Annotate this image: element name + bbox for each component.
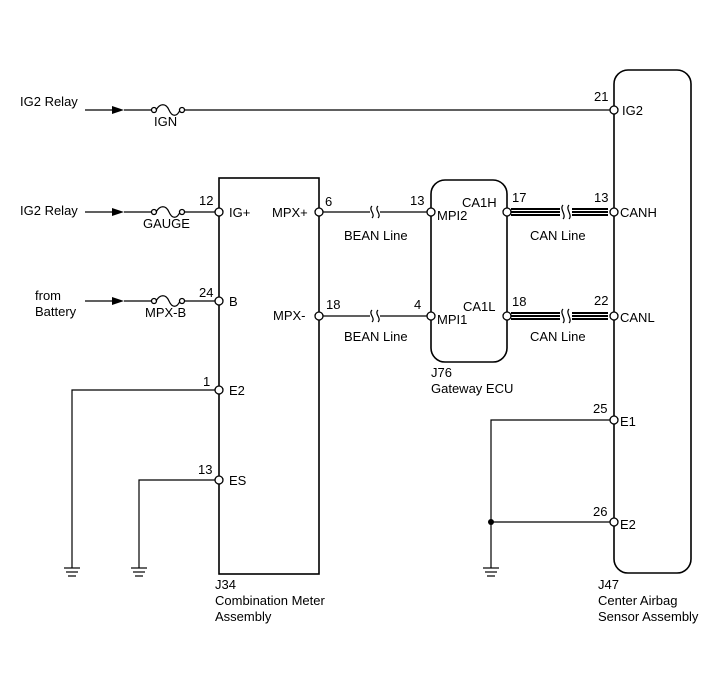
pin-number: 13: [410, 193, 424, 208]
connector-pin: [426, 207, 436, 217]
pin-label: MPX+: [272, 205, 308, 220]
gauge-fuse-label: GAUGE: [143, 216, 190, 231]
pin-number: 26: [593, 504, 607, 519]
pin-number: 6: [325, 194, 332, 209]
connector-pin: [214, 475, 224, 485]
combination-meter-name-2: Assembly: [215, 609, 272, 624]
connector-pin: [314, 207, 324, 217]
pin-label: MPX-: [273, 308, 306, 323]
mpx-minus-circuit: MPX- 18 BEAN Line: [273, 297, 427, 344]
wire-break-icon: [370, 309, 380, 323]
gateway-ecu-name: Gateway ECU: [431, 381, 513, 396]
arrow-icon: [112, 106, 124, 114]
connector-pin: [214, 296, 224, 306]
connector-pin: [314, 311, 324, 321]
pin-number: 17: [512, 190, 526, 205]
arrow-icon: [112, 208, 124, 216]
ground-icon: [131, 567, 147, 577]
arrow-icon: [112, 297, 124, 305]
pin-label: CA1H: [462, 195, 497, 210]
pin-label: CA1L: [463, 299, 496, 314]
pin-label: E1: [620, 414, 636, 429]
combination-meter-name-1: Combination Meter: [215, 593, 325, 608]
bean-line-label-lower: BEAN Line: [344, 329, 408, 344]
pin-label: ES: [229, 473, 247, 488]
pin-number: 13: [594, 190, 608, 205]
combination-meter-box: [218, 177, 320, 575]
pin-label: MPI2: [437, 208, 467, 223]
pin-number: 21: [594, 89, 608, 104]
wire-break-icon: [370, 205, 380, 219]
airbag-sensor-code: J47: [598, 577, 619, 592]
ig2-relay-label-mid: IG2 Relay: [20, 203, 78, 218]
connector-pin: [609, 415, 619, 425]
pin-label: CANH: [620, 205, 657, 220]
fuse-icon: [150, 104, 186, 116]
can-high-circuit: 17 CAN Line: [502, 190, 608, 243]
connector-pin: [609, 311, 619, 321]
ig2-relay-label-top: IG2 Relay: [20, 94, 78, 109]
combination-meter-code: J34: [215, 577, 236, 592]
ign-fuse-label: IGN: [154, 114, 177, 129]
pin-label: E2: [229, 383, 245, 398]
gauge-circuit: IG2 Relay GAUGE 12 IG+: [20, 193, 250, 231]
pin-label: E2: [620, 517, 636, 532]
pin-number: 1: [203, 374, 210, 389]
pin-number: 13: [198, 462, 212, 477]
wire-break-icon: [561, 308, 571, 324]
pin-label: CANL: [620, 310, 655, 325]
pin-number: 22: [594, 293, 608, 308]
mpx-b-fuse-label: MPX-B: [145, 305, 186, 320]
meter-es-ground: 13 ES: [131, 462, 247, 577]
airbag-sensor-box: [613, 69, 692, 574]
pin-label: B: [229, 294, 238, 309]
ground-icon: [64, 567, 80, 577]
connector-pin: [214, 207, 224, 217]
mpx-plus-circuit: MPX+ 6 BEAN Line: [272, 194, 427, 243]
connector-pin: [609, 105, 619, 115]
connector-pin: [214, 385, 224, 395]
connector-pin: [502, 311, 512, 321]
connector-pin: [502, 207, 512, 217]
pin-number: 4: [414, 297, 421, 312]
gateway-ecu-code: J76: [431, 365, 452, 380]
wire-break-icon: [561, 204, 571, 220]
pin-number: 25: [593, 401, 607, 416]
can-line-label-upper: CAN Line: [530, 228, 586, 243]
bean-line-label-upper: BEAN Line: [344, 228, 408, 243]
pin-number: 24: [199, 285, 213, 300]
from-battery-label-2: Battery: [35, 304, 77, 319]
pin-label: MPI1: [437, 312, 467, 327]
airbag-sensor-name-1: Center Airbag: [598, 593, 678, 608]
ign-circuit: IG2 Relay IGN: [20, 94, 610, 129]
splice-dot: [488, 519, 494, 525]
pin-number: 18: [512, 294, 526, 309]
can-low-circuit: 18 CAN Line: [502, 294, 608, 344]
pin-label: IG+: [229, 205, 250, 220]
pin-number: 12: [199, 193, 213, 208]
from-battery-label-1: from: [35, 288, 61, 303]
fuse-icon: [150, 295, 186, 307]
gateway-ecu-box: [430, 179, 508, 363]
ground-icon: [483, 567, 499, 577]
airbag-ground-circuit: 25 E1 26 E2: [483, 401, 636, 577]
connector-pin: [426, 311, 436, 321]
meter-e2-ground: 1 E2: [64, 374, 245, 577]
pin-number: 18: [326, 297, 340, 312]
pin-label: IG2: [622, 103, 643, 118]
battery-circuit: from Battery MPX-B 24 B: [35, 285, 238, 320]
connector-pin: [609, 207, 619, 217]
connector-pin: [609, 517, 619, 527]
airbag-sensor-name-2: Sensor Assembly: [598, 609, 699, 624]
can-line-label-lower: CAN Line: [530, 329, 586, 344]
